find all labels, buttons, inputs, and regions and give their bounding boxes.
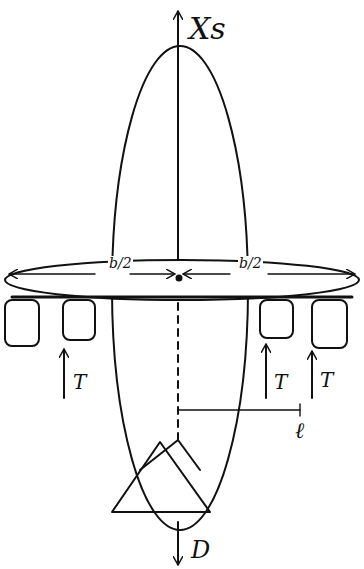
- lever-arm: [178, 409, 300, 410]
- engine: [312, 300, 347, 348]
- engine: [63, 300, 95, 340]
- span-arrow: [184, 273, 230, 274]
- engine: [260, 300, 293, 338]
- axis-dashed: [177, 290, 179, 440]
- axis-label: Xs: [188, 14, 227, 44]
- span-arrow: [10, 273, 95, 274]
- span-arrow: [268, 273, 354, 274]
- span-arrow: [130, 273, 174, 274]
- lever-arm-tick: [299, 404, 300, 416]
- thrust-arrow: [265, 345, 267, 398]
- thrust-arrow: [311, 352, 313, 398]
- wing-outline: [5, 260, 359, 300]
- dimension-label: b/2: [238, 256, 263, 270]
- x-axis: [177, 12, 179, 268]
- force-label: T: [273, 372, 288, 392]
- drag-arrow: [177, 522, 179, 564]
- engine: [5, 300, 39, 346]
- force-label: D: [190, 538, 211, 562]
- thrust-arrow: [63, 350, 65, 398]
- force-label: T: [72, 372, 87, 392]
- tail-fin-inner: [140, 440, 200, 470]
- force-label: T: [319, 370, 334, 390]
- dimension-label: ℓ: [294, 420, 305, 442]
- dimension-label: b/2: [108, 256, 133, 270]
- wing-lower-edge: [12, 296, 352, 299]
- center-dot: [177, 276, 182, 281]
